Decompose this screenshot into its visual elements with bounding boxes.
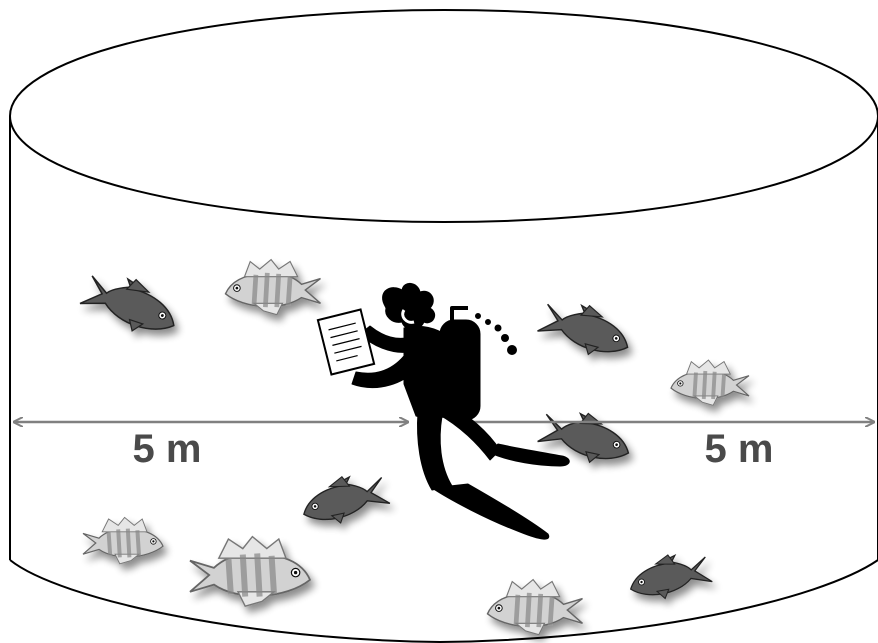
striped-fish-icon [671,360,749,405]
clipboard-icon [318,310,374,375]
dark-fish-icon [535,294,635,363]
cylinder-top-ellipse [10,10,878,222]
striped-fish-icon [190,537,310,607]
right-radius-label: 5 m [705,427,774,471]
striped-fish-icon [226,260,321,315]
dark-fish-icon [77,265,184,342]
striped-fish-icon [83,517,163,563]
dark-fish-icon [298,468,392,530]
left-radius-label: 5 m [133,427,202,471]
cylinder-bottom-arc [10,560,878,642]
dark-fish-icon [626,548,714,604]
striped-fish-icon [488,580,583,635]
